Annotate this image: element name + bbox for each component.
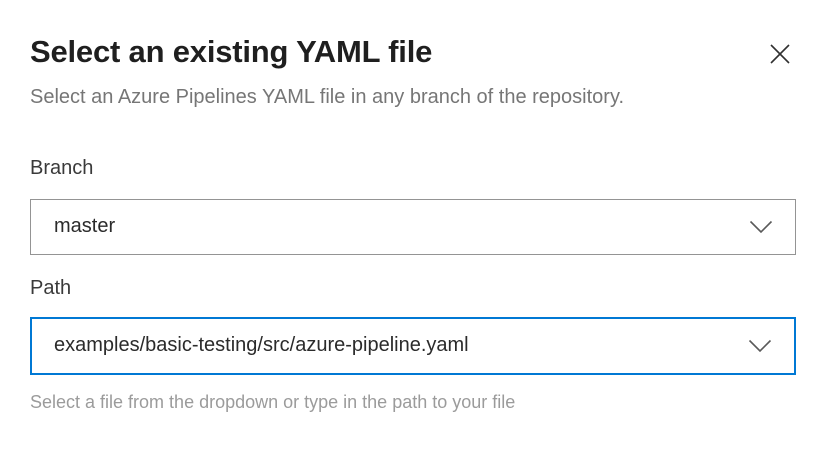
- path-combobox: [30, 316, 796, 375]
- close-button[interactable]: [764, 38, 796, 70]
- dialog-subtitle: Select an Azure Pipelines YAML file in a…: [30, 85, 625, 108]
- page-title: Select an existing YAML file: [30, 34, 433, 69]
- branch-label: Branch: [30, 156, 94, 179]
- branch-dropdown-value: master: [54, 215, 116, 238]
- branch-dropdown[interactable]: master: [30, 198, 796, 255]
- close-icon: [767, 41, 793, 67]
- path-input[interactable]: [32, 318, 794, 373]
- path-helper-text: Select a file from the dropdown or type …: [30, 391, 516, 412]
- path-label: Path: [30, 276, 72, 299]
- chevron-down-icon: [749, 220, 773, 234]
